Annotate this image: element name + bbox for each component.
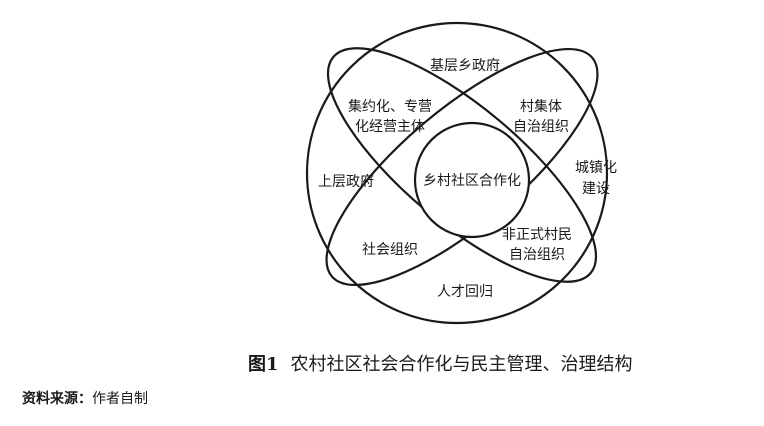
label-informal-villager-line1: 非正式村民 [502, 227, 572, 243]
label-village-collective-line1: 村集体 [520, 98, 562, 115]
source-note: 资料来源：作者自制 [22, 388, 148, 408]
source-text: 作者自制 [92, 391, 148, 407]
figure-caption: 图1 农村社区社会合作化与民主管理、治理结构 [248, 350, 633, 376]
label-grassroots-township-gov: 基层乡政府 [430, 57, 500, 74]
core-circle [413, 121, 531, 239]
label-informal-villager-line2: 自治组织 [509, 247, 565, 263]
label-intensive-business-entity-line1: 集约化、专营 [348, 98, 432, 115]
label-talent-return: 人才回归 [437, 283, 493, 300]
label-core-cooperation: 乡村社区合作化 [423, 173, 521, 189]
label-urbanization-line2: 建设 [582, 181, 610, 197]
label-upper-government: 上层政府 [318, 174, 374, 190]
label-social-organization: 社会组织 [362, 242, 418, 258]
label-urbanization-line1: 城镇化 [575, 160, 617, 176]
figure-number: 图1 [248, 354, 279, 375]
label-village-collective-line2: 自治组织 [513, 119, 569, 135]
source-label: 资料来源： [22, 391, 92, 407]
governance-structure-diagram: 基层乡政府 集约化、专营 化经营主体 村集体 自治组织 上层政府 乡村社区合作化… [305, 21, 617, 325]
outer-circle [305, 21, 609, 325]
figure-title: 农村社区社会合作化与民主管理、治理结构 [290, 354, 633, 375]
label-intensive-business-entity-line2: 化经营主体 [355, 119, 425, 135]
